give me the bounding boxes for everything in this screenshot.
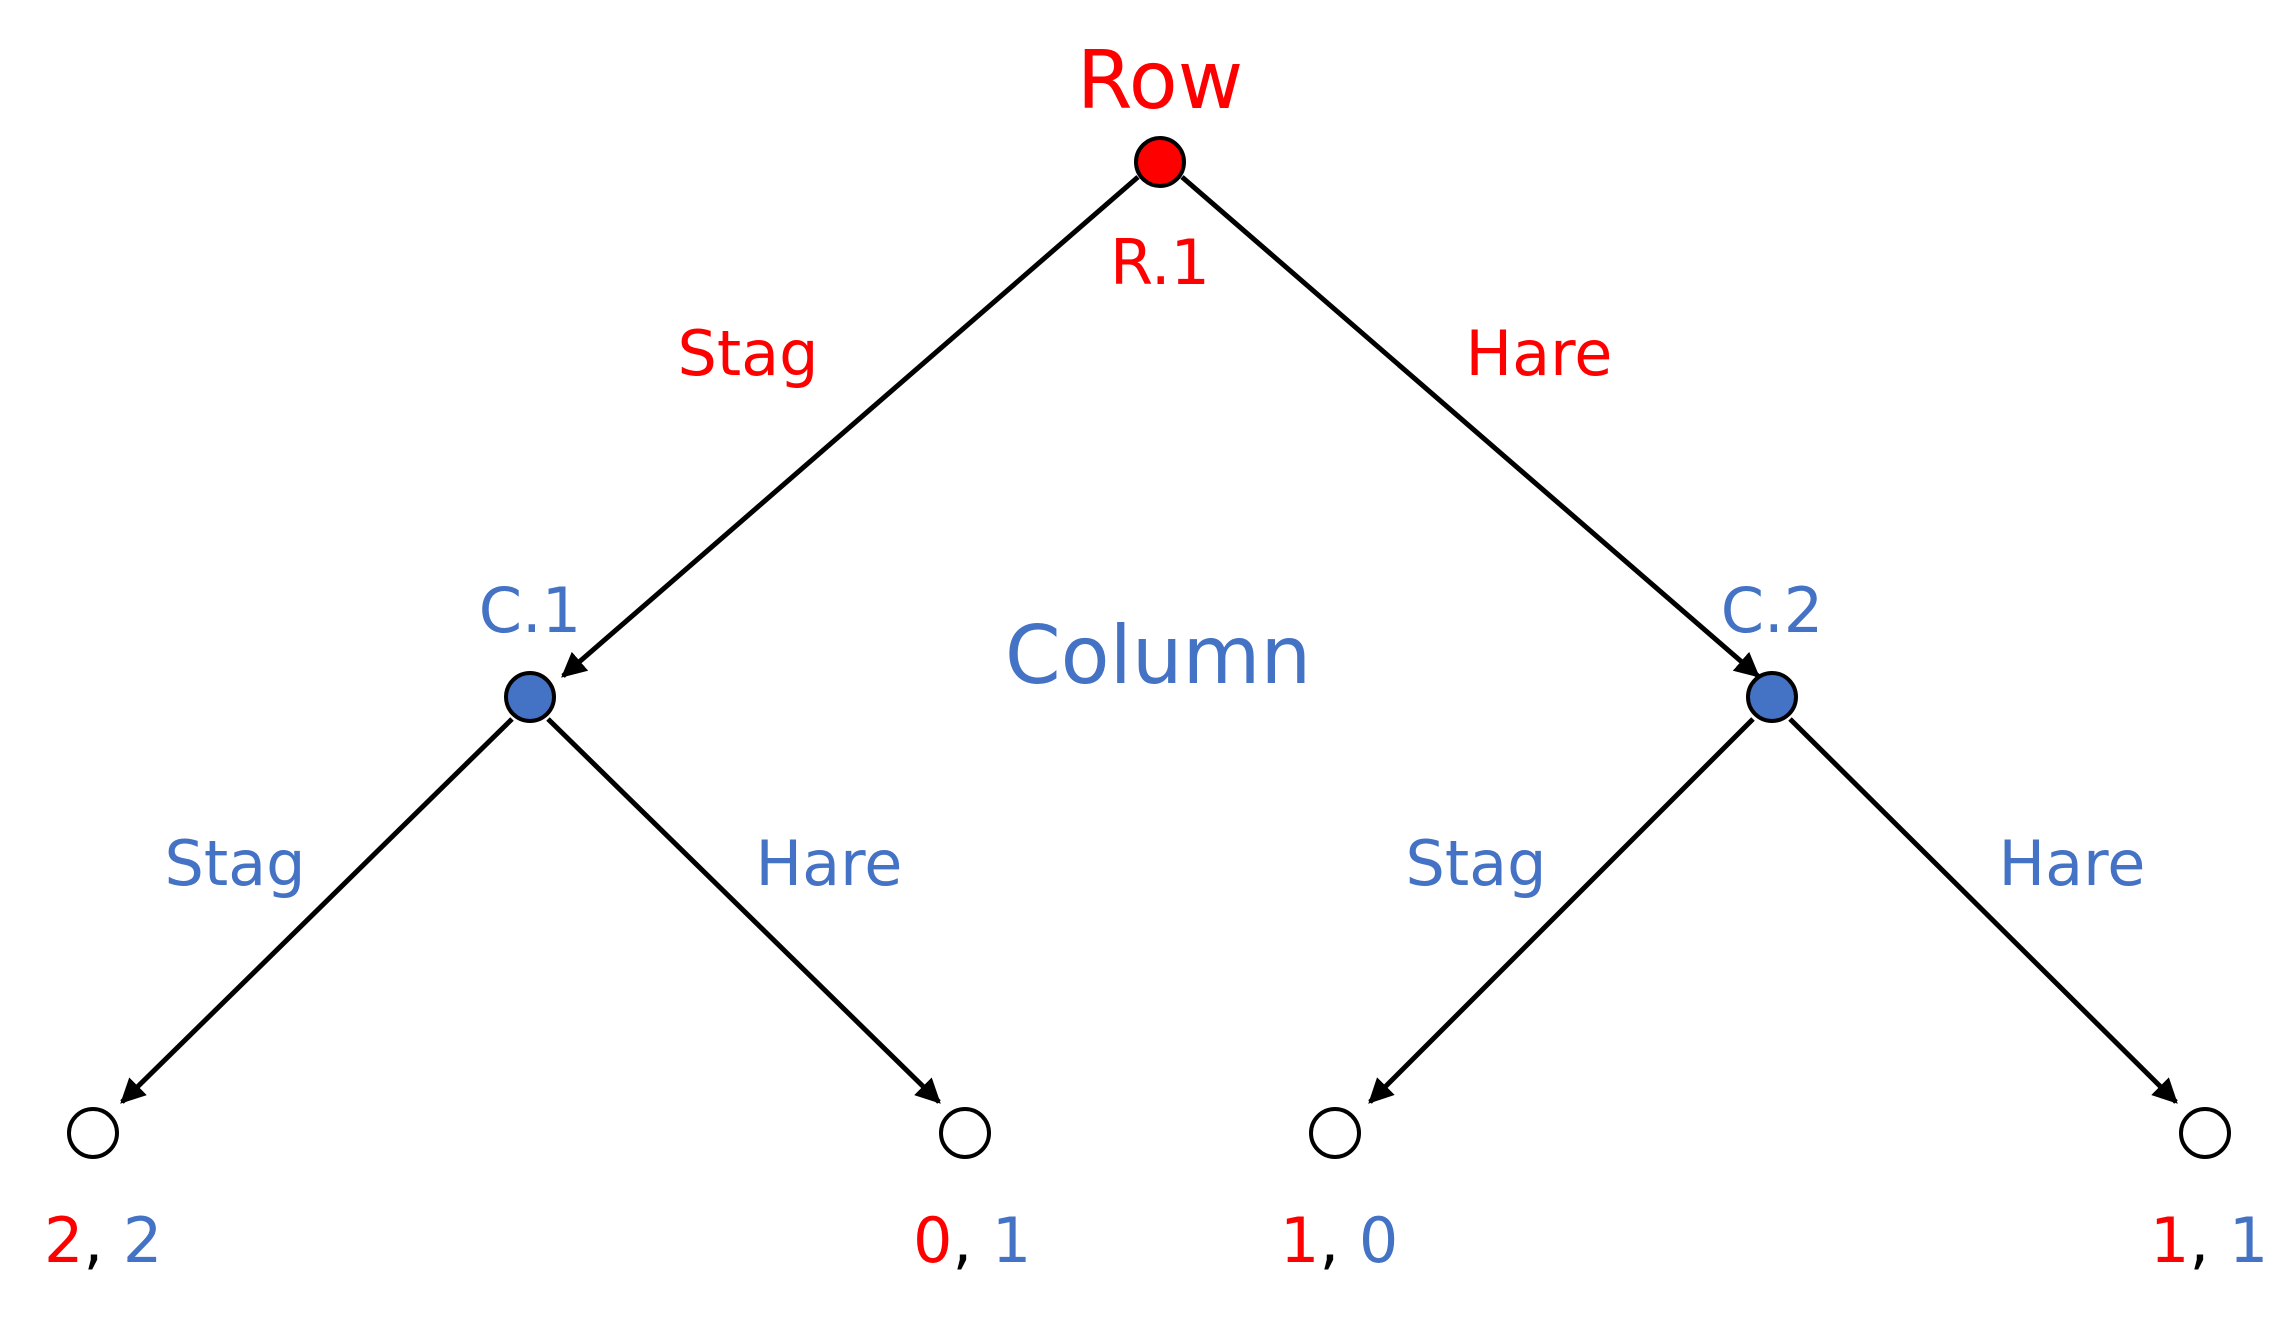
terminal-node xyxy=(939,1107,991,1159)
root-node-row xyxy=(1134,136,1186,188)
edge-c1-stag xyxy=(120,717,514,1104)
action-label-c2-stag: Stag xyxy=(1405,827,1546,900)
edge-c1-hare xyxy=(546,717,941,1104)
payoff-row-value: 1 xyxy=(1280,1204,1319,1277)
payoff-row-value: 1 xyxy=(2150,1204,2189,1277)
payoff-column-value: 1 xyxy=(2229,1204,2268,1277)
payoff-row-value: 2 xyxy=(44,1204,83,1277)
action-label-c1-stag: Stag xyxy=(164,827,305,900)
node-c1-column xyxy=(504,671,556,723)
payoff-column-value: 0 xyxy=(1359,1204,1398,1277)
column-player-label: Column xyxy=(1005,609,1311,702)
payoff-hare-hare: 1, 1 xyxy=(2150,1204,2268,1277)
node-c2-label: C.2 xyxy=(1721,574,1823,647)
node-c2-column xyxy=(1746,671,1798,723)
action-label-root-stag: Stag xyxy=(677,317,818,390)
payoff-row-value: 0 xyxy=(913,1204,952,1277)
payoff-hare-stag: 1, 0 xyxy=(1280,1204,1398,1277)
terminal-node xyxy=(1309,1107,1361,1159)
node-c1-label: C.1 xyxy=(479,574,581,647)
payoff-column-value: 2 xyxy=(123,1204,162,1277)
edge-c2-hare xyxy=(1788,717,2178,1104)
payoff-separator: , xyxy=(83,1204,122,1277)
root-node-label: R.1 xyxy=(1110,226,1210,299)
payoff-separator: , xyxy=(2189,1204,2228,1277)
action-label-root-hare: Hare xyxy=(1466,317,1613,390)
payoff-column-value: 1 xyxy=(992,1204,1031,1277)
action-label-c2-hare: Hare xyxy=(1999,827,2146,900)
terminal-node xyxy=(67,1107,119,1159)
row-player-label: Row xyxy=(1077,34,1243,127)
terminal-node xyxy=(2179,1107,2231,1159)
payoff-separator: , xyxy=(1319,1204,1358,1277)
payoff-separator: , xyxy=(952,1204,991,1277)
edge-root-hare xyxy=(1180,175,1760,678)
action-label-c1-hare: Hare xyxy=(756,827,903,900)
edge-c2-stag xyxy=(1368,717,1755,1104)
payoff-stag-stag: 2, 2 xyxy=(44,1204,162,1277)
payoff-stag-hare: 0, 1 xyxy=(913,1204,1031,1277)
edge-root-stag xyxy=(561,175,1140,678)
